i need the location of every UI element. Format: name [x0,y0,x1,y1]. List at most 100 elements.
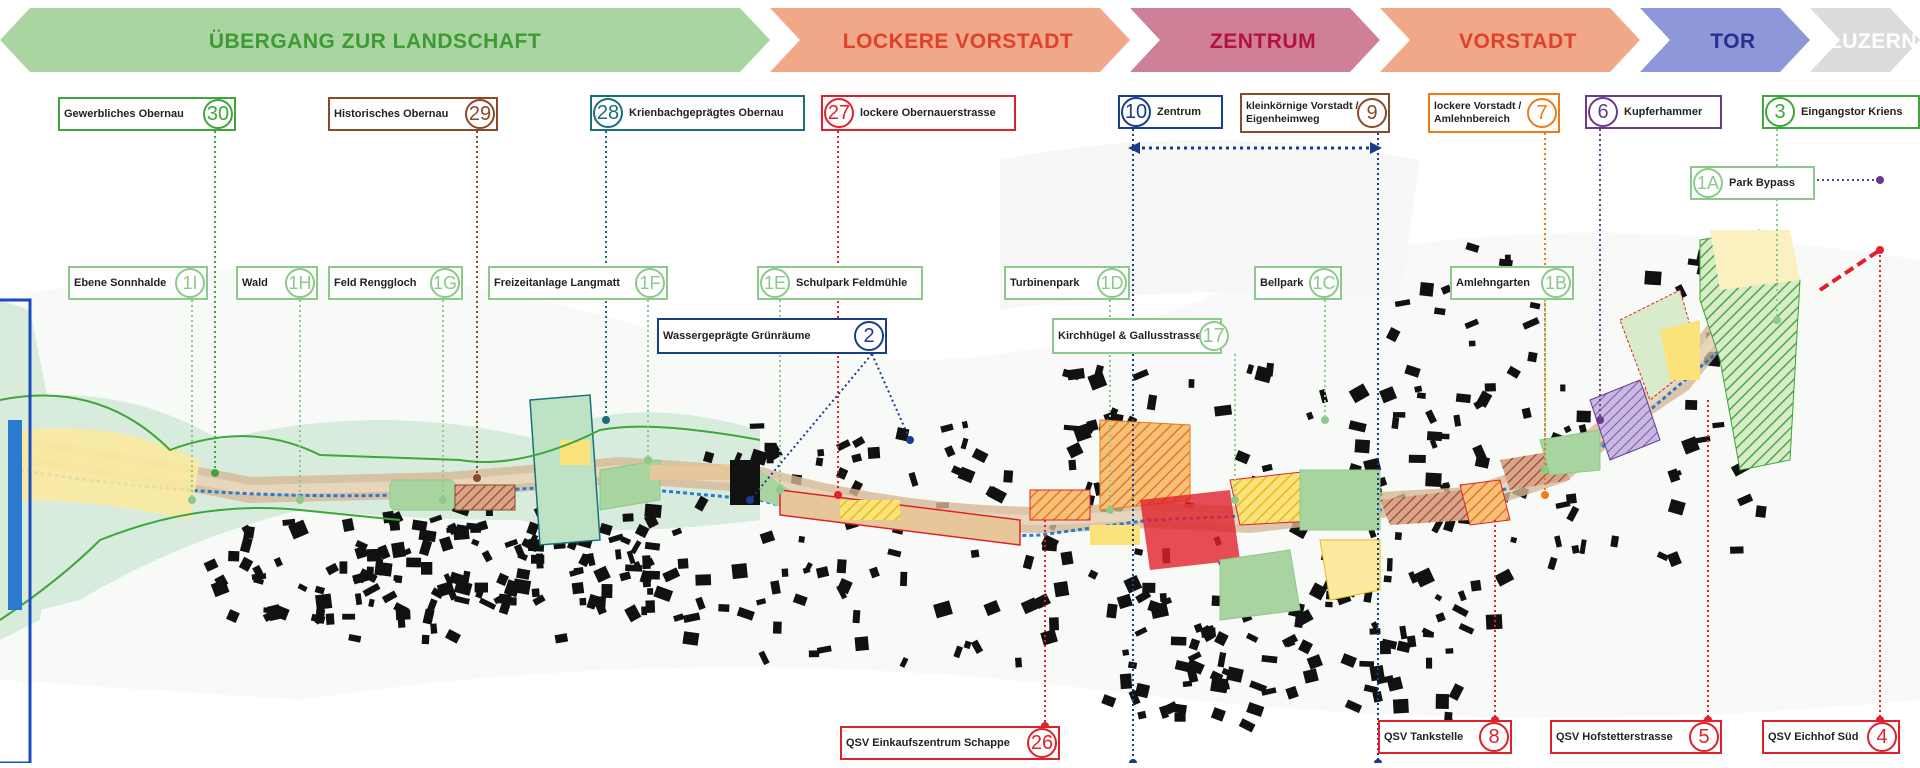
leader-dot [188,496,196,504]
leader-dot [296,496,304,504]
building [366,548,382,562]
building [466,522,479,531]
building [1060,551,1074,566]
label-text: QSV Hofstetterstrasse [1556,730,1673,743]
label-amlehngarten: Amlehngarten 1B [1450,266,1574,300]
building [770,580,781,595]
building [1394,532,1402,541]
leader-dot [1106,506,1114,514]
building [953,645,963,659]
building [1174,703,1188,714]
building [532,594,546,606]
building [985,485,1005,503]
building [598,522,613,536]
building [798,535,805,543]
label-text: Ebene Sonnhalde [74,276,167,289]
building [485,508,493,516]
building [454,595,470,605]
building [647,588,654,595]
label-number: 4 [1867,722,1897,752]
building [1408,454,1426,463]
building [1086,419,1099,432]
building [526,521,540,536]
building [531,554,545,564]
label-text: QSV Tankstelle [1384,730,1464,743]
leader-dot [602,416,610,424]
building [695,574,712,586]
building [1610,535,1620,548]
building [531,588,540,598]
building [1108,407,1119,419]
building [1399,625,1408,640]
building [1249,680,1268,693]
building [325,613,335,625]
building [1667,468,1681,483]
building [815,457,824,467]
building [758,650,770,666]
building [852,609,861,624]
building [694,495,709,512]
building [1472,444,1487,462]
building [817,449,825,457]
building [960,437,969,450]
label-number: 1E [760,268,790,298]
building [1560,384,1566,392]
label-wassergepraegte-gruenraeume: Wassergeprägte Grünräume 2 [657,318,887,354]
building [348,633,362,643]
label-number: 1H [285,268,315,298]
building [554,633,569,644]
building [759,530,776,545]
building [642,555,651,570]
building [1476,390,1493,408]
leader-line [871,353,911,441]
building [393,574,402,582]
zentrum-extent-arrowhead-left [1128,142,1140,154]
building [1644,270,1662,286]
building [1066,367,1085,381]
building [1344,699,1363,714]
zone-arrow-label: LOCKERE VORSTADT [843,30,1073,53]
building [1214,404,1233,417]
building [1555,500,1571,509]
building [764,444,783,463]
building [354,593,363,606]
eichhof-red-dashed [1818,248,1882,292]
building [983,599,1001,617]
building [731,563,748,580]
building [643,513,659,529]
building [626,550,636,565]
label-text: Zentrum [1157,105,1201,118]
building [1506,365,1521,379]
building [1425,409,1437,425]
building [352,574,365,584]
building [241,524,252,536]
building [251,572,267,581]
building [624,604,642,623]
label-text: lockere Obernauerstrasse [860,106,996,119]
building [1348,383,1370,404]
building [1547,556,1558,571]
building [1101,694,1117,708]
building [1137,710,1147,720]
building [682,612,701,623]
building [1305,411,1314,421]
building [1302,668,1319,684]
label-wald: Wald 1H [236,266,318,300]
building [510,597,517,606]
building [1434,593,1443,602]
label-schulpark-feldmuehle: 1E Schulpark Feldmühle [757,266,923,300]
building [1186,666,1199,684]
label-text: Kirchhügel & Gallusstrasse [1058,329,1202,342]
building [802,566,811,574]
building [1470,579,1482,592]
building [578,553,591,568]
building [1404,364,1421,378]
building [1396,640,1411,653]
building [496,572,509,587]
building [1527,351,1538,363]
building [1325,601,1333,608]
building [1158,705,1170,719]
building [273,557,283,568]
leader-dot [776,486,784,494]
building [1408,571,1418,584]
